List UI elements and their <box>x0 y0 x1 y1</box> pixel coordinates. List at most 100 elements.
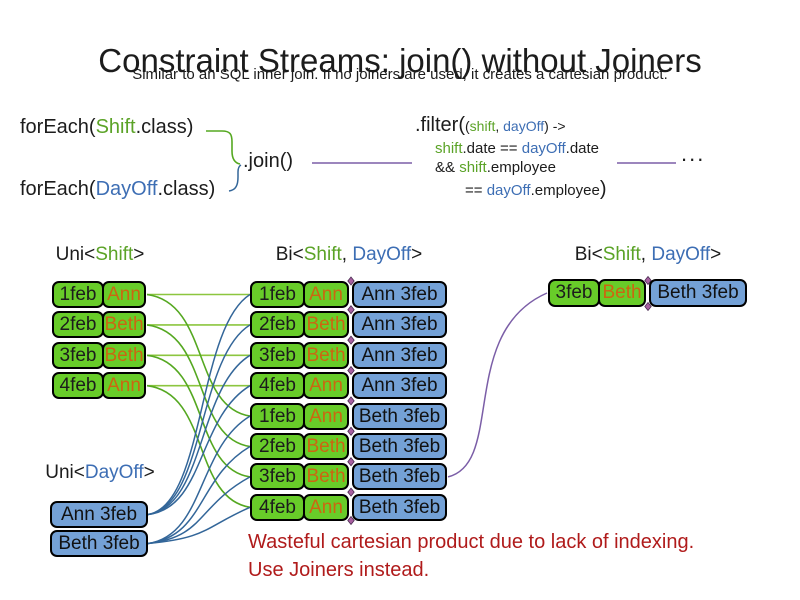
code-token: Bi< <box>275 244 304 265</box>
shift-employee-cell: Beth <box>303 432 349 460</box>
ann-curve-1 <box>147 293 251 516</box>
dayoff-pair-cell: Beth 3feb <box>649 279 747 307</box>
code-token: .date <box>565 140 600 157</box>
code-token: Shift <box>95 244 134 265</box>
shift-date-cell: 2feb <box>52 311 104 339</box>
dayoff-pair-cell: Ann 3feb <box>50 501 148 528</box>
shift-employee-cell: Ann <box>102 281 146 308</box>
code-token: .class) <box>157 178 216 200</box>
code-token: Bi< <box>574 244 603 265</box>
result-connector-line <box>447 292 548 478</box>
foreach-shift-brace <box>206 130 241 165</box>
dayoff-pair-cell: Beth 3feb <box>352 402 447 430</box>
code-token: .date == <box>462 140 522 157</box>
dayoff-pair-cell: Beth 3feb <box>352 463 447 491</box>
warning-note-line2: Use Joiners instead. <box>248 559 430 581</box>
shift-date-cell: 4feb <box>52 372 104 400</box>
warning-note-line1: Wasteful cartesian product due to lack o… <box>248 531 695 553</box>
code-token: > <box>143 462 155 483</box>
code-token: > <box>411 244 423 265</box>
code-token: shift <box>469 118 496 134</box>
shift-date-cell: 2feb <box>250 311 305 339</box>
table-row: Ann 3feb <box>50 501 148 528</box>
beth-curve-1 <box>147 415 251 545</box>
code-token: Shift <box>95 116 136 138</box>
shift1-curve <box>146 293 251 417</box>
page-title: Constraint Streams: join() without Joine… <box>98 42 702 80</box>
code-token: DayOff <box>651 244 711 265</box>
code-filter-line1: .filter((shift, dayOff) -> <box>415 114 607 137</box>
code-token: DayOff <box>352 244 412 265</box>
shift-employee-cell: Ann <box>102 372 146 400</box>
bi-middle-header: Bi<Shift, DayOff> <box>250 244 448 266</box>
code-filter-line3: && shift.employee <box>435 159 607 176</box>
shift-employee-cell: Beth <box>303 463 349 491</box>
code-token: > <box>133 244 145 265</box>
beth-curve-2 <box>147 445 251 545</box>
shift-date-cell: 1feb <box>250 402 305 430</box>
shift-employee-cell: Beth <box>303 341 349 369</box>
ann-curve-3 <box>147 354 251 516</box>
code-token: DayOff <box>84 462 144 483</box>
bi-right-header: Bi<Shift, DayOff> <box>548 244 748 266</box>
shift-date-cell: 3feb <box>52 341 104 369</box>
code-token: shift <box>459 159 487 176</box>
dayoff-pair-cell: Ann 3feb <box>352 372 447 400</box>
uni-dayoff-header: Uni<DayOff> <box>40 462 160 484</box>
code-token: DayOff <box>95 178 158 200</box>
shift-employee-cell: Beth <box>102 311 146 339</box>
shift-employee-cell: Ann <box>303 493 349 521</box>
code-token: Uni< <box>45 462 85 483</box>
foreach-dayoff-brace <box>228 164 242 192</box>
code-token: dayOff <box>521 140 566 157</box>
code-ellipsis: ... <box>681 141 706 166</box>
shift-date-cell: 4feb <box>250 372 305 400</box>
code-token: .class) <box>135 116 194 138</box>
shift-date-cell: 1feb <box>52 281 104 308</box>
code-token: forEach( <box>20 178 96 200</box>
code-token: == <box>465 182 487 199</box>
shift-employee-cell: Beth <box>102 341 146 369</box>
code-foreach-shift: forEach(Shift.class) <box>20 116 193 139</box>
code-token: .employee <box>486 159 556 176</box>
code-filter-line4: == dayOff.employee) <box>465 178 607 201</box>
dayoff-pair-cell: Beth 3feb <box>352 493 447 521</box>
ann-curve-4 <box>147 385 251 516</box>
shift-date-cell: 3feb <box>548 279 600 307</box>
code-token: Uni< <box>55 244 96 265</box>
code-token: Shift <box>303 244 342 265</box>
code-token: dayOff <box>486 182 531 199</box>
code-join: .join() <box>243 150 294 172</box>
code-filter-line2: shift.date == dayOff.date <box>435 140 607 157</box>
shift-employee-cell: Beth <box>598 279 646 307</box>
code-token: , <box>341 244 353 265</box>
shift-date-cell: 3feb <box>250 341 305 369</box>
code-token: ) -> <box>544 118 566 134</box>
code-token: ) <box>599 178 607 200</box>
subtitle: Similar to an SQL inner join. If no join… <box>132 66 668 83</box>
shift-date-cell: 3feb <box>250 463 305 491</box>
dayoff-pair-cell: Beth 3feb <box>352 432 447 460</box>
shift-employee-cell: Ann <box>303 402 349 430</box>
shift-date-cell: 4feb <box>250 493 305 521</box>
shift-date-cell: 1feb <box>250 281 305 308</box>
code-token: ( <box>465 118 470 134</box>
code-token: Shift <box>602 244 641 265</box>
code-token: .filter( <box>415 114 465 136</box>
ann-curve-2 <box>147 324 251 516</box>
code-token: > <box>710 244 722 265</box>
